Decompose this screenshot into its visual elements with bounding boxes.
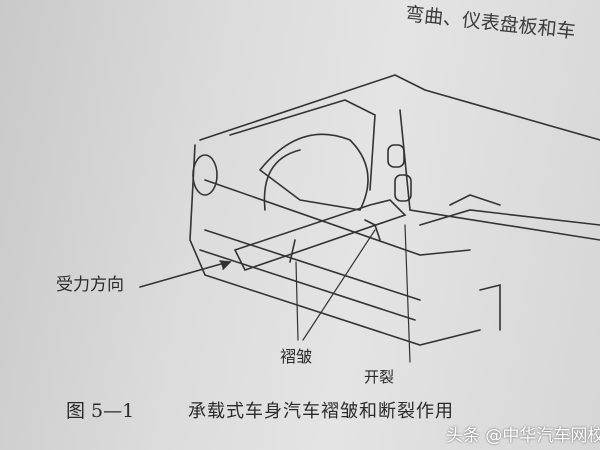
- label-wrinkle: 褶皱: [280, 347, 313, 366]
- figure-caption: 承载式车身汽车褶皱和断裂作用: [188, 401, 454, 422]
- frame-rail: [233, 199, 407, 271]
- force-arrow: [139, 260, 232, 288]
- figure-number: 图 5—1: [66, 400, 135, 422]
- leader-lines: [295, 224, 411, 363]
- label-force-direction: 受力方向: [56, 275, 124, 295]
- watermark: 头条 @中华汽车网校: [446, 426, 600, 446]
- car-front-structure: [189, 74, 600, 346]
- label-crack: 开裂: [364, 368, 395, 386]
